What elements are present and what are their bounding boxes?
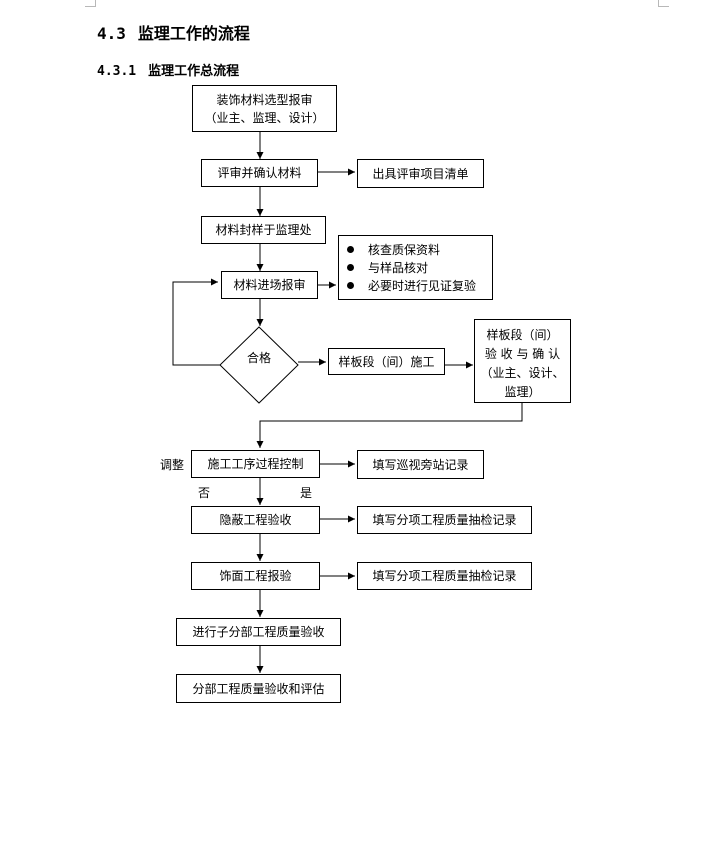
entry-check-item: 必要时进行见证复验: [347, 277, 476, 295]
qualified-label: 合格: [246, 351, 271, 365]
qualified-diamond: [219, 326, 299, 404]
loop-back-line: [172, 278, 220, 366]
subsection-heading: 4.3.1 监理工作总流程: [97, 60, 239, 79]
yes-label: 是: [300, 486, 313, 500]
finish-acceptance-box: 饰面工程报验: [191, 562, 320, 590]
quality-record-label-2: 填写分项工程质量抽检记录: [372, 569, 517, 583]
quality-record-box-2: 填写分项工程质量抽检记录: [357, 562, 532, 590]
subdivision-acceptance-box: 进行子分部工程质量验收: [176, 618, 341, 646]
no-label: 否: [198, 486, 211, 500]
material-selection-line1: 装饰材料选型报审: [216, 92, 313, 107]
adjust-label: 调整: [160, 458, 185, 472]
material-selection-box: 装饰材料选型报审 （业主、监理、设计）: [192, 85, 337, 132]
material-selection-line2: （业主、监理、设计）: [204, 110, 325, 125]
sample-acceptance-line1: 样板段（间）: [486, 328, 559, 342]
review-output-box: 出具评审项目清单: [357, 159, 484, 188]
subdivision-acceptance-label: 进行子分部工程质量验收: [192, 625, 325, 639]
concealed-acceptance-label: 隐蔽工程验收: [219, 513, 292, 527]
section-heading: 4.3 监理工作的流程: [97, 20, 250, 44]
entry-check-label: 必要时进行见证复验: [368, 278, 477, 293]
entry-check-label: 核查质保资料: [368, 242, 441, 257]
section-title: 监理工作的流程: [137, 24, 250, 43]
sample-acceptance-line2: 验 收 与 确 认: [484, 347, 561, 361]
division-acceptance-box: 分部工程质量验收和评估: [176, 674, 341, 703]
page-corner-mark-right: [658, 0, 669, 7]
sample-acceptance-box: 样板段（间） 验 收 与 确 认 （业主、设计、 监理）: [474, 319, 571, 403]
sample-acceptance-line3: （业主、设计、: [480, 366, 565, 380]
review-confirm-label: 评审并确认材料: [217, 166, 302, 180]
bullet-icon: [347, 264, 354, 271]
sample-acceptance-line4: 监理）: [504, 385, 541, 399]
entry-check-item: 与样品核对: [347, 259, 428, 277]
quality-record-box-1: 填写分项工程质量抽检记录: [357, 506, 532, 534]
review-confirm-box: 评审并确认材料: [201, 159, 318, 187]
subsection-number: 4.3.1: [97, 64, 137, 79]
quality-record-label-1: 填写分项工程质量抽检记录: [372, 513, 517, 527]
process-control-label: 施工工序过程控制: [207, 457, 304, 471]
sample-seal-box: 材料封样于监理处: [201, 216, 326, 244]
concealed-acceptance-box: 隐蔽工程验收: [191, 506, 320, 534]
material-entry-label: 材料进场报审: [233, 278, 306, 292]
process-control-box: 施工工序过程控制: [191, 450, 320, 478]
entry-check-item: 核查质保资料: [347, 241, 440, 259]
inspection-record-label: 填写巡视旁站记录: [372, 457, 469, 472]
entry-checks-box: 核查质保资料 与样品核对 必要时进行见证复验: [338, 235, 493, 300]
material-entry-box: 材料进场报审: [221, 271, 318, 299]
division-acceptance-label: 分部工程质量验收和评估: [192, 681, 325, 696]
finish-acceptance-label: 饰面工程报验: [219, 569, 292, 583]
sample-construction-label: 样板段（间）施工: [338, 354, 435, 369]
entry-check-label: 与样品核对: [368, 260, 429, 275]
subsection-title: 监理工作总流程: [148, 64, 240, 79]
page-corner-mark-left: [85, 0, 96, 7]
bullet-icon: [347, 246, 354, 253]
inspection-record-box: 填写巡视旁站记录: [357, 450, 484, 479]
bullet-icon: [347, 282, 354, 289]
sample-construction-box: 样板段（间）施工: [328, 348, 445, 375]
sample-seal-label: 材料封样于监理处: [215, 223, 312, 237]
acceptance-to-process-line: [256, 403, 523, 448]
section-number: 4.3: [97, 24, 126, 43]
review-output-label: 出具评审项目清单: [372, 166, 469, 181]
